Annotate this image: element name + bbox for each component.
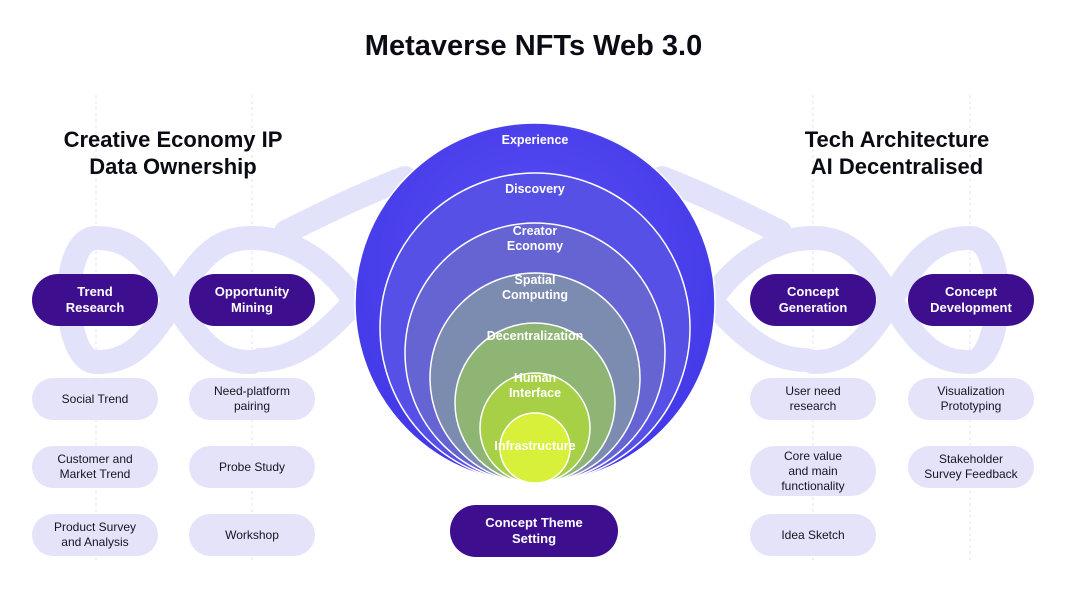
method-label-line1: Social Trend	[61, 391, 129, 406]
layer-label-line2: Interface	[508, 386, 562, 400]
method-label-line1: Probe Study	[218, 459, 286, 474]
method-user-need-research[interactable]: User need research	[750, 378, 876, 420]
right-heading-line1: Tech Architecture	[804, 127, 990, 152]
method-label-line2: Prototyping	[940, 399, 1002, 413]
left-heading-line1: Creative Economy IP	[63, 127, 283, 152]
stage-label-line2: Development	[930, 300, 1012, 315]
layer-label-spatial-computing: Spatial Computing	[455, 273, 615, 303]
layer-label-line1: Discovery	[505, 182, 565, 196]
left-loop-band	[57, 166, 417, 375]
stage-label-line1: Concept	[945, 284, 997, 299]
layer-label-line1: Human	[513, 371, 557, 385]
layer-label-line1: Infrastructure	[494, 439, 576, 453]
layer-stack	[354, 122, 716, 484]
method-label-line1: Workshop	[225, 527, 279, 542]
stage-label-line1: Concept	[787, 284, 839, 299]
method-label-line1: Product Survey	[53, 520, 137, 534]
stage-label-line2: Mining	[231, 300, 273, 315]
method-label-line1: Idea Sketch	[781, 527, 845, 542]
right-heading: Tech Architecture AI Decentralised	[747, 126, 1047, 180]
stage-label-line1: Trend	[77, 284, 113, 299]
stage-label-line2: Generation	[778, 300, 848, 315]
method-customer-market-trend[interactable]: Customer and Market Trend	[32, 446, 158, 488]
layer-label-infrastructure: Infrastructure	[455, 439, 615, 454]
method-core-value[interactable]: Core value and main functionality	[750, 446, 876, 496]
stage-label-line2: Research	[65, 300, 125, 315]
right-heading-line2: AI Decentralised	[810, 154, 984, 179]
layer-label-experience: Experience	[455, 133, 615, 148]
layer-ring-infrastructure	[499, 412, 571, 484]
method-label-line1: Need-platform	[213, 384, 291, 398]
stage-opportunity-mining[interactable]: Opportunity Mining	[189, 274, 315, 326]
layer-label-decentralization: Decentralization	[455, 329, 615, 344]
method-label-line2: and Analysis	[61, 535, 129, 549]
layer-label-line2: Computing	[502, 288, 568, 302]
layer-label-line1: Experience	[501, 133, 569, 147]
method-stakeholder-feedback[interactable]: Stakeholder Survey Feedback	[908, 446, 1034, 488]
method-workshop[interactable]: Workshop	[189, 514, 315, 556]
page-title: Metaverse NFTs Web 3.0	[364, 30, 703, 62]
stage-label-line1: Concept Theme	[485, 515, 583, 530]
method-need-platform-pairing[interactable]: Need-platform pairing	[189, 378, 315, 420]
layer-label-line2: Economy	[506, 239, 564, 253]
layer-label-creator-economy: Creator Economy	[455, 224, 615, 254]
method-social-trend[interactable]: Social Trend	[32, 378, 158, 420]
stage-concept-development[interactable]: Concept Development	[908, 274, 1034, 326]
layer-label-line1: Decentralization	[486, 329, 584, 343]
layer-label-line1: Creator	[512, 224, 558, 238]
stage-label-line1: Opportunity	[214, 284, 290, 299]
stage-label-line2: Setting	[511, 531, 557, 546]
method-label-line2: and main	[788, 463, 838, 478]
layer-label-human-interface: Human Interface	[455, 371, 615, 401]
stage-concept-theme-setting[interactable]: Concept Theme Setting	[450, 505, 618, 557]
method-label-line1: Customer and	[57, 452, 133, 466]
stage-trend-research[interactable]: Trend Research	[32, 274, 158, 326]
method-visualization-prototyping[interactable]: Visualization Prototyping	[908, 378, 1034, 420]
method-label-line1: User need	[785, 384, 841, 398]
layer-label-line1: Spatial	[514, 273, 556, 287]
right-loop-band	[650, 166, 1009, 375]
method-label-line1: Core value	[783, 448, 843, 463]
method-probe-study[interactable]: Probe Study	[189, 446, 315, 488]
method-product-survey[interactable]: Product Survey and Analysis	[32, 514, 158, 556]
method-label-line2: research	[789, 399, 837, 413]
stage-concept-generation[interactable]: Concept Generation	[750, 274, 876, 326]
method-idea-sketch[interactable]: Idea Sketch	[750, 514, 876, 556]
method-label-line1: Stakeholder	[938, 452, 1004, 466]
left-heading-line2: Data Ownership	[89, 154, 257, 179]
method-label-line2: Market Trend	[59, 467, 131, 481]
method-label-line3: functionality	[781, 478, 845, 493]
left-heading: Creative Economy IP Data Ownership	[23, 126, 323, 180]
method-label-line2: pairing	[233, 399, 271, 413]
method-label-line1: Visualization	[937, 384, 1005, 398]
layer-label-discovery: Discovery	[455, 182, 615, 197]
method-label-line2: Survey Feedback	[924, 467, 1018, 481]
